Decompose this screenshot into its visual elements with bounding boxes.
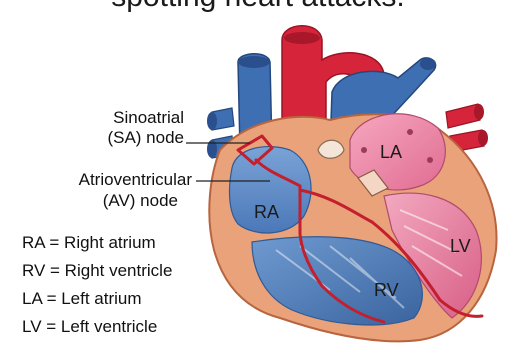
chamber-label-lv: LV <box>450 236 471 257</box>
chamber-label-ra: RA <box>254 202 279 223</box>
chamber-label-rv: RV <box>374 280 399 301</box>
legend-la: LA = Left atrium <box>22 289 142 309</box>
legend-rv: RV = Right ventricle <box>22 261 172 281</box>
legend-ra: RA = Right atrium <box>22 233 156 253</box>
chamber-label-la: LA <box>380 142 402 163</box>
svc-opening <box>238 56 270 68</box>
legend-lv: LV = Left ventricle <box>22 317 157 337</box>
sa-node-label-line2: (SA) node <box>74 128 184 148</box>
sa-node-label-line1: Sinoatrial <box>74 108 184 128</box>
av-node-label-line1: Atrioventricular <box>30 170 192 190</box>
av-node-label-line2: (AV) node <box>30 191 178 211</box>
